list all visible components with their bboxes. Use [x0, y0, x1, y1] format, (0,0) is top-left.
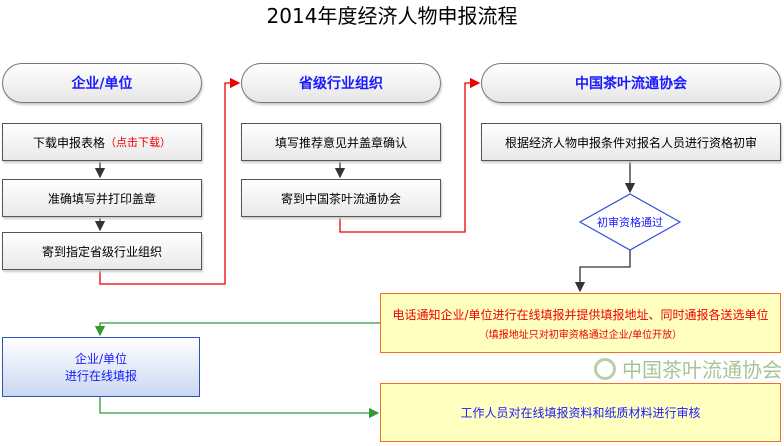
watermark: 中国茶叶流通协会	[560, 355, 782, 382]
step-preliminary-review: 根据经济人物申报条件对报名人员进行资格初审	[481, 123, 781, 161]
step-send-association: 寄到中国茶叶流通协会	[241, 179, 441, 217]
online-line1: 企业/单位	[74, 352, 128, 366]
decision-label: 初审资格通过	[597, 216, 663, 229]
online-fill-box: 企业/单位 进行在线填报	[2, 337, 200, 397]
step-fill-print: 准确填写并打印盖章	[2, 179, 202, 217]
page-title: 2014年度经济人物申报流程	[266, 3, 518, 28]
step-send-province: 寄到指定省级行业组织	[2, 232, 202, 270]
lane-enterprise: 企业/单位	[2, 63, 202, 103]
arrow-to-province	[99, 77, 241, 285]
notify-note: （填报地址只对初审资格通过企业/单位开放）	[478, 329, 683, 341]
notify-text: 电话通知企业/单位进行在线填报并提供填报地址、同时通报各送选单位	[392, 307, 769, 322]
arrow-to-association	[339, 77, 481, 233]
decision-diamond	[578, 193, 682, 251]
download-link[interactable]: （点击下载）	[105, 136, 171, 149]
notify-box: 电话通知企业/单位进行在线填报并提供填报地址、同时通报各送选单位 （填报地址只对…	[380, 293, 781, 353]
step-label: 下载申报表格	[32, 135, 105, 150]
lane-province: 省级行业组织	[241, 63, 441, 103]
step-download: 下载申报表格 （点击下载）	[2, 123, 202, 161]
watermark-logo-icon	[594, 357, 616, 380]
review-box: 工作人员对在线填报资料和纸质材料进行审核	[380, 383, 781, 442]
step-recommend: 填写推荐意见并盖章确认	[241, 123, 441, 161]
watermark-text: 中国茶叶流通协会	[622, 358, 782, 382]
online-line2: 进行在线填报	[64, 369, 137, 383]
lane-association: 中国茶叶流通协会	[481, 63, 781, 103]
